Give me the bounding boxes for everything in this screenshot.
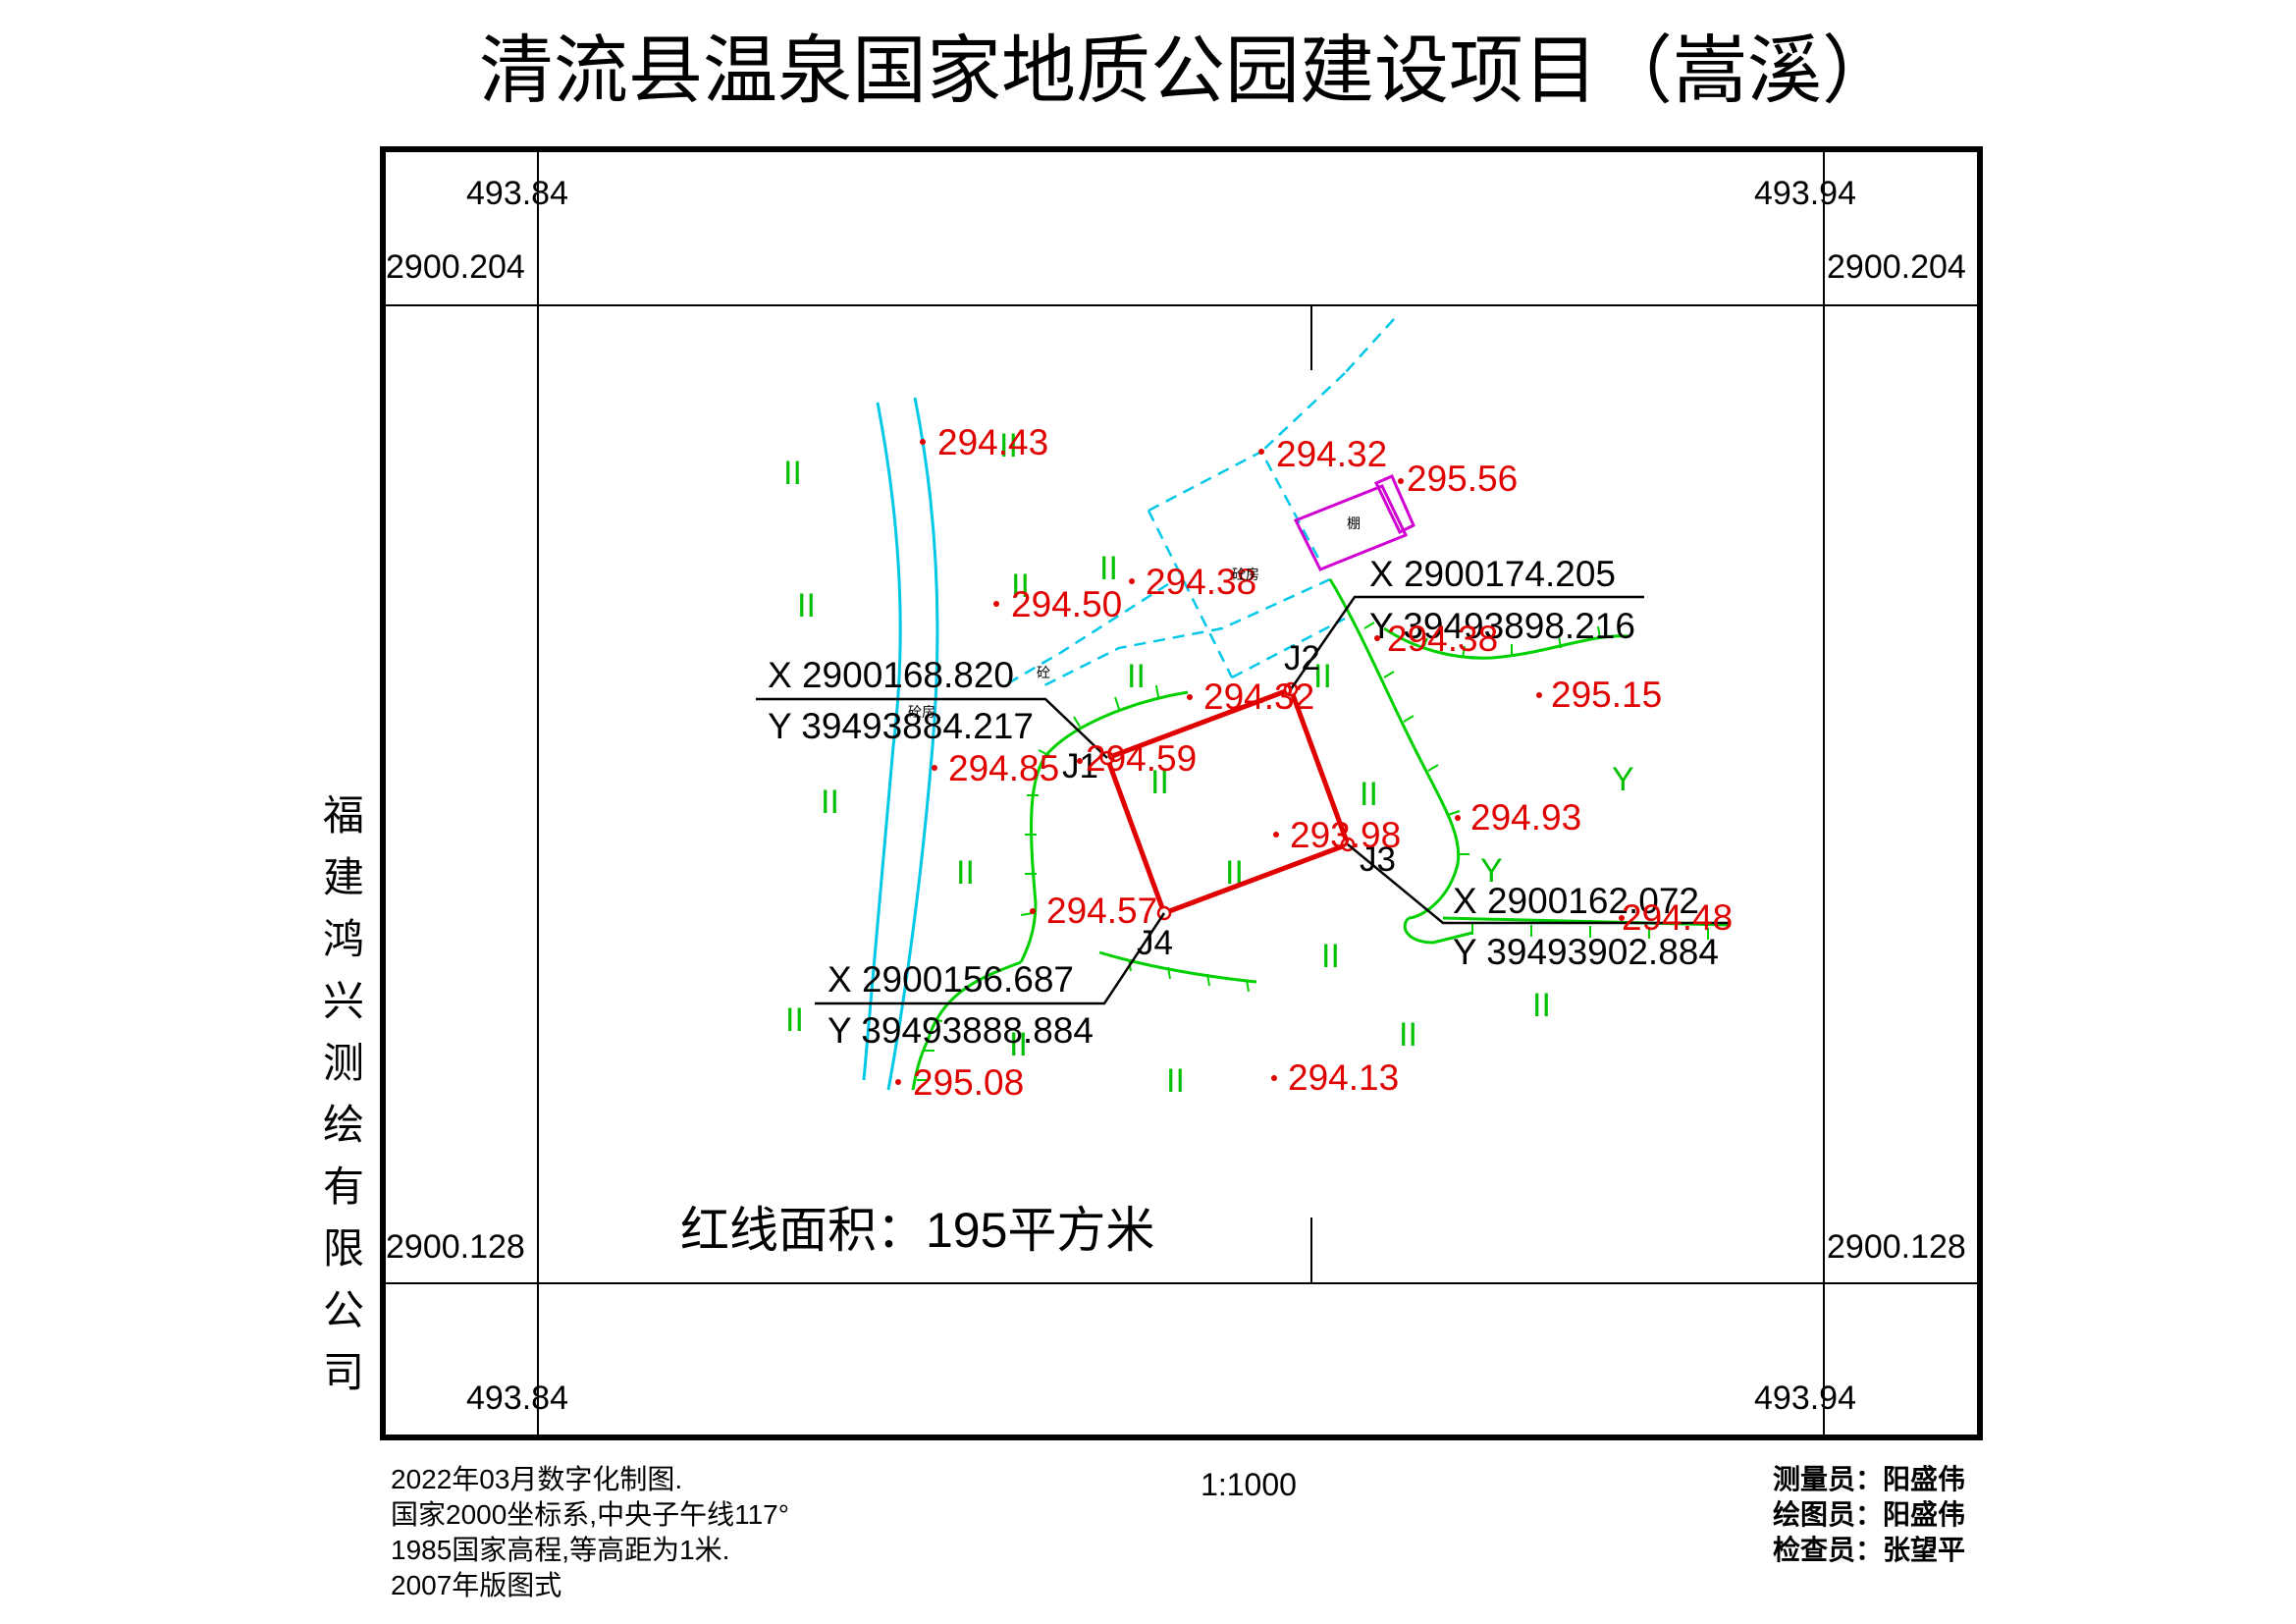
footer-note-line: 1985国家高程,等高距为1米. xyxy=(391,1535,729,1565)
small-label: 棚 xyxy=(1347,515,1361,531)
company-char: 鸿 xyxy=(323,916,364,962)
magenta-building xyxy=(1293,474,1415,571)
svg-text:II: II xyxy=(1011,568,1030,605)
footer-staff-line: 绘图员：阳盛伟 xyxy=(1773,1498,1965,1530)
svg-text:II: II xyxy=(1166,1062,1185,1100)
svg-text:Y: Y xyxy=(1480,852,1503,890)
elevation-label: 294.59 xyxy=(1086,738,1197,779)
coord-y-j2: Y 39493898.216 xyxy=(1369,606,1635,646)
svg-text:II: II xyxy=(1399,1016,1417,1054)
svg-text:II: II xyxy=(821,784,839,821)
elevation-label: 294.48 xyxy=(1622,897,1733,938)
elevation-label: 294.85 xyxy=(948,748,1059,788)
svg-text:Y: Y xyxy=(1612,761,1634,798)
elevation-label: 295.56 xyxy=(1407,459,1518,499)
elevation-label: 294.32 xyxy=(1203,677,1314,717)
contour-tick-marks xyxy=(917,622,1709,1081)
contour-lines xyxy=(911,578,1729,1091)
vegetation-symbols: II II II II II II II II II II II II II I… xyxy=(783,427,1634,1100)
corner-label-top-left-x: 493.84 xyxy=(466,175,568,212)
company-char: 福 xyxy=(323,792,364,839)
elevation-label: 293.98 xyxy=(1290,815,1401,855)
elevation-label: 294.38 xyxy=(1387,619,1498,659)
coord-x-j4: X 2900156.687 xyxy=(828,959,1074,1000)
map-title: 清流县温泉国家地质公园建设项目（嵩溪） xyxy=(479,29,1896,113)
company-char: 绘 xyxy=(323,1102,364,1148)
map-scale: 1:1000 xyxy=(1201,1467,1297,1502)
junction-label-j1: J1 xyxy=(1062,747,1098,785)
small-label: 砼房 xyxy=(1232,567,1259,582)
coord-x-j3: X 2900162.072 xyxy=(1453,881,1699,921)
elevation-label: 295.15 xyxy=(1551,675,1662,715)
svg-text:II: II xyxy=(783,455,802,492)
small-label: 砼 xyxy=(1037,665,1050,680)
corner-label-bottom-right-x: 493.94 xyxy=(1754,1380,1856,1417)
corner-label-top-right-y: 2900.204 xyxy=(1827,248,1966,286)
coord-y-j1: Y 39493884.217 xyxy=(768,706,1034,746)
svg-text:II: II xyxy=(1360,776,1378,813)
river-bank-left xyxy=(862,402,902,1081)
elevation-label: 294.93 xyxy=(1470,797,1581,838)
svg-text:II: II xyxy=(1127,658,1146,695)
svg-text:II: II xyxy=(1532,987,1551,1024)
footer-note-line: 2007年版图式 xyxy=(391,1570,561,1600)
svg-text:II: II xyxy=(956,854,975,892)
corner-label-top-right-x: 493.94 xyxy=(1754,175,1856,212)
elevation-label: 294.38 xyxy=(1146,562,1256,602)
company-char: 测 xyxy=(323,1040,364,1086)
elevation-label: 294.32 xyxy=(1276,434,1387,474)
junction-label-j2: J2 xyxy=(1284,639,1320,677)
svg-text:II: II xyxy=(1321,938,1340,975)
coord-y-j3: Y 39493902.884 xyxy=(1453,932,1719,972)
corner-label-top-left-y: 2900.204 xyxy=(386,248,525,286)
corner-label-bottom-left-y: 2900.128 xyxy=(386,1228,525,1266)
outer-frame xyxy=(380,146,1983,1440)
footer-staff-line: 测量员：阳盛伟 xyxy=(1773,1464,1965,1494)
coord-y-j4: Y 39493888.884 xyxy=(828,1010,1094,1051)
coordinate-leaders xyxy=(756,595,1730,1005)
junction-label-j4: J4 xyxy=(1137,924,1173,962)
svg-text:II: II xyxy=(1313,658,1332,695)
small-label: 砼房 xyxy=(908,704,935,720)
elevation-label: 294.50 xyxy=(1011,584,1122,624)
footer-note-line: 2022年03月数字化制图. xyxy=(391,1464,682,1494)
footer-staff-line: 检查员：张望平 xyxy=(1773,1534,1965,1565)
company-char: 限 xyxy=(323,1225,364,1272)
svg-text:II: II xyxy=(1225,854,1244,892)
area-label: 红线面积：195平方米 xyxy=(680,1203,1154,1258)
coord-x-j2: X 2900174.205 xyxy=(1369,554,1616,594)
corner-label-bottom-right-y: 2900.128 xyxy=(1827,1228,1966,1266)
elevation-label: 295.08 xyxy=(913,1062,1024,1103)
elevation-label: 294.13 xyxy=(1288,1057,1399,1098)
company-name-vertical: 福 建 鸿 兴 测 绘 有 限 公 司 xyxy=(323,792,364,1395)
company-char: 兴 xyxy=(323,978,364,1024)
svg-text:II: II xyxy=(999,427,1018,464)
svg-text:II: II xyxy=(1009,1026,1028,1063)
company-char: 有 xyxy=(323,1164,364,1210)
svg-text:II: II xyxy=(785,1001,804,1039)
junction-label-j3: J3 xyxy=(1360,840,1396,879)
footer-note-line: 国家2000坐标系,中央子午线117° xyxy=(391,1499,789,1530)
company-char: 公 xyxy=(323,1287,364,1333)
svg-text:II: II xyxy=(1099,550,1118,587)
river-bank-right xyxy=(886,397,939,1091)
company-char: 司 xyxy=(323,1349,364,1395)
elevation-dots xyxy=(895,439,1625,1085)
coord-x-j1: X 2900168.820 xyxy=(768,655,1014,695)
svg-text:II: II xyxy=(1150,764,1169,801)
corner-label-bottom-left-x: 493.84 xyxy=(466,1380,568,1417)
company-char: 建 xyxy=(323,854,364,900)
elevation-label: 294.57 xyxy=(1046,891,1157,931)
svg-text:II: II xyxy=(797,587,816,624)
elevation-label: 294.43 xyxy=(937,422,1048,462)
